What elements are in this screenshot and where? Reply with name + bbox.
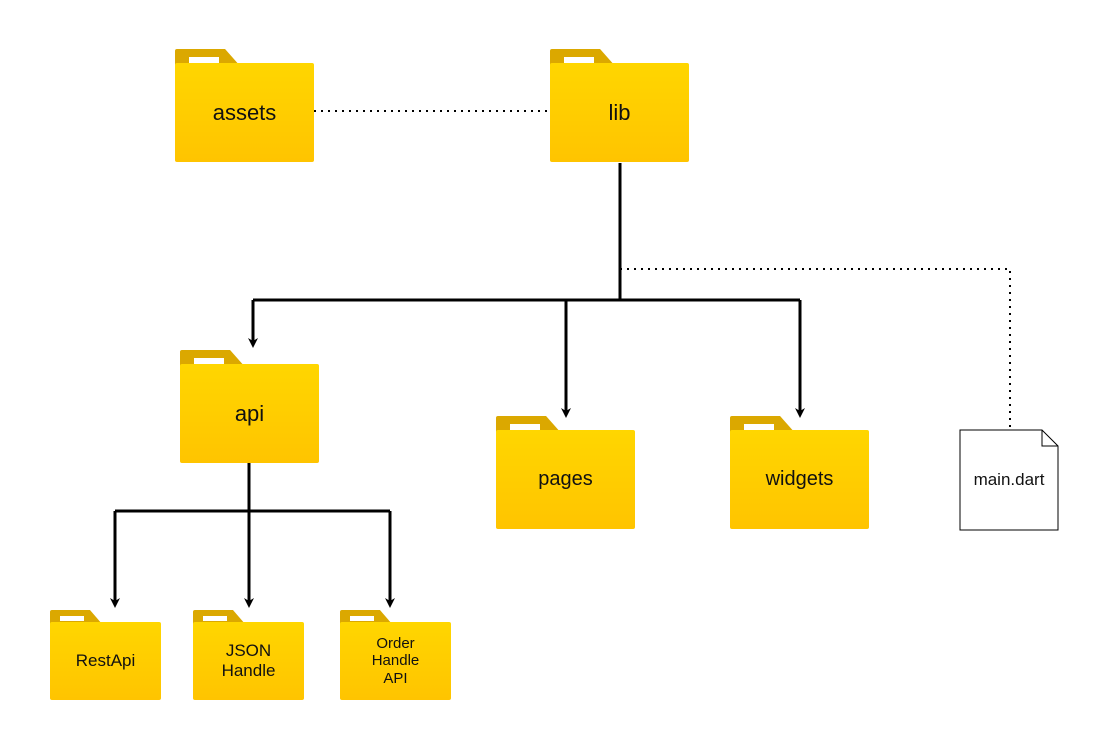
folder-label-api: api [234, 400, 265, 426]
file-label-main-dart: main.dart [973, 470, 1045, 489]
folder-widgets[interactable]: widgets [730, 416, 869, 529]
folder-api[interactable]: api [180, 350, 319, 463]
folder-assets[interactable]: assets [175, 49, 314, 162]
folder-lib[interactable]: lib [550, 49, 689, 162]
folder-label-widgets: widgets [765, 468, 834, 490]
main-dart-dotted-link [620, 268, 1011, 430]
folder-json-handle[interactable]: JSON Handle [193, 610, 304, 700]
folder-restapi[interactable]: RestApi [50, 610, 161, 700]
document-icon [959, 429, 1059, 531]
document-fold [1041, 430, 1058, 447]
folder-label-restapi: RestApi [75, 651, 136, 671]
folder-label-json-handle: JSON Handle [221, 641, 276, 680]
folder-label-pages: pages [538, 468, 593, 490]
folder-pages[interactable]: pages [496, 416, 635, 529]
folder-label-order-handle-api: Order Handle API [371, 635, 420, 687]
folder-label-assets: assets [212, 99, 277, 125]
folder-label-lib: lib [608, 99, 631, 125]
file-main-dart[interactable]: main.dart [960, 430, 1058, 530]
folder-order-handle-api[interactable]: Order Handle API [340, 610, 451, 700]
